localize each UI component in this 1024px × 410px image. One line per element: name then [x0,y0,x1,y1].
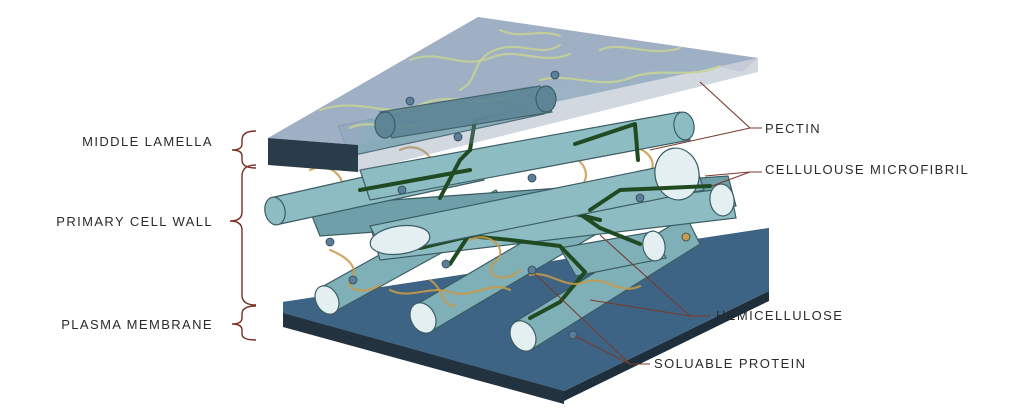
protein-dot [527,173,537,183]
primary-cell-wall-brace [229,164,257,306]
pectin-label: PECTIN [765,121,821,136]
left-braces [229,130,257,341]
hemicellulose-label: HEMICELLULOSE [716,308,843,323]
soluble-protein-dots [325,70,691,340]
soluble-protein-label: SOLUABLE PROTEIN [654,356,806,371]
cellulose-microfibril-label: CELLULOUSE MICROFIBRIL [765,162,969,177]
leader-lines [534,81,762,365]
middle-lamella-label: MIDDLE LAMELLA [82,134,213,149]
protein-dot [405,96,415,106]
protein-dot [441,259,451,269]
plasma-membrane-brace [231,305,257,341]
primary-cell-wall-label: PRIMARY CELL WALL [56,214,213,229]
protein-dot [453,132,463,142]
protein-dot [397,185,407,195]
middle-lamella-brace [231,130,257,169]
protein-dot [550,70,560,80]
protein-dot [635,193,645,203]
protein-dot [325,237,335,247]
protein-dot [348,275,358,285]
lamella-embedded-fibril [374,85,557,139]
protein-dot [568,330,578,340]
plasma-membrane-label: PLASMA MEMBRANE [61,317,213,332]
protein-dot [681,232,691,242]
protein-dot [527,265,537,275]
